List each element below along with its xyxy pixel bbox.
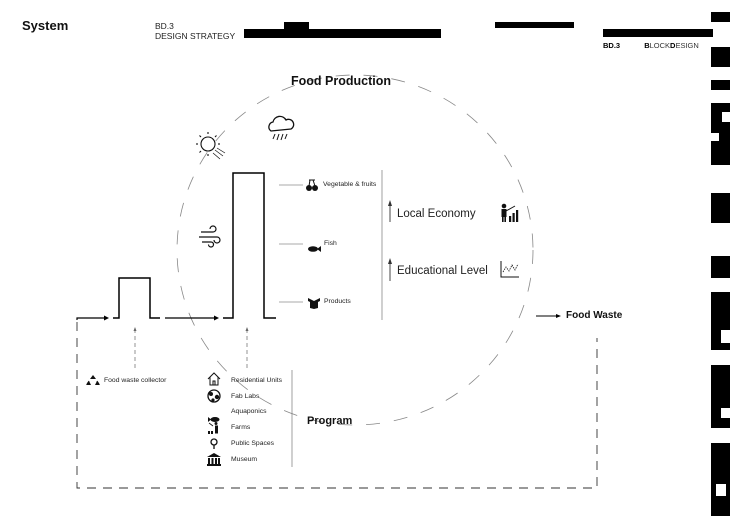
location-pin-icon bbox=[210, 437, 218, 449]
dashed-arrow-head bbox=[133, 327, 137, 331]
header-bar-tab bbox=[284, 22, 309, 30]
impact-label: Local Economy bbox=[397, 208, 476, 220]
output-label: Products bbox=[324, 298, 351, 305]
program-item-label: Museum bbox=[231, 456, 258, 463]
recycle-icon bbox=[86, 374, 100, 386]
output-label: Fish bbox=[324, 240, 337, 247]
program-item-label: Farms bbox=[231, 424, 251, 431]
section-title: System bbox=[22, 18, 69, 33]
program-item-label: Fab Labs bbox=[231, 393, 260, 400]
program-item-label: Public Spaces bbox=[231, 440, 275, 447]
farmer-icon bbox=[207, 421, 221, 435]
line-chart-icon bbox=[500, 260, 520, 278]
tall-building-outline bbox=[223, 172, 276, 319]
waste-loop bbox=[76, 322, 598, 489]
small-building-outline bbox=[113, 277, 160, 319]
sun-icon bbox=[196, 132, 226, 160]
header-subtitle: DESIGN STRATEGY bbox=[155, 31, 236, 41]
brand-text-lock: LOCK bbox=[649, 41, 671, 50]
arrow-head bbox=[214, 315, 219, 321]
food-production-ellipse bbox=[176, 74, 534, 426]
diagram-title: Food Production bbox=[291, 74, 391, 88]
rain-cloud-icon bbox=[268, 115, 295, 141]
brand-block: BD.3 BLOCKDESIGN bbox=[603, 41, 699, 50]
brand-letter-b: B bbox=[644, 41, 650, 50]
program-title: Program bbox=[307, 415, 353, 427]
presenter-chart-icon bbox=[500, 203, 520, 223]
food-waste-label: Food Waste bbox=[566, 310, 623, 321]
brand-code: BD.3 bbox=[603, 41, 621, 50]
program-item-label: Aquaponics bbox=[231, 408, 267, 415]
waste-arrow-head bbox=[556, 314, 561, 318]
cherries-icon bbox=[305, 178, 319, 192]
header-code: BD.3 bbox=[155, 21, 174, 31]
header-bar bbox=[495, 22, 574, 28]
dashed-arrow-head bbox=[245, 327, 249, 331]
impact-label: Educational Level bbox=[397, 265, 488, 277]
up-arrow-head bbox=[388, 258, 392, 264]
up-arrow-head bbox=[388, 200, 392, 206]
brand-letter-d: D bbox=[670, 41, 676, 50]
header-bar bbox=[244, 29, 441, 38]
aquaponics-fish-icon bbox=[208, 410, 220, 422]
brand-text-esign: ESIGN bbox=[675, 41, 699, 50]
header-code-block: BD.3 DESIGN STRATEGY bbox=[155, 21, 235, 41]
arrow-head bbox=[104, 315, 109, 321]
flow-line bbox=[76, 317, 104, 320]
collector-label: Food waste collector bbox=[104, 377, 167, 384]
fish-icon bbox=[307, 240, 321, 252]
output-label: Vegetable & fruits bbox=[323, 181, 377, 188]
wind-icon bbox=[199, 225, 221, 248]
house-icon bbox=[207, 372, 221, 386]
program-item-label: Residential Units bbox=[231, 377, 282, 384]
museum-icon bbox=[207, 453, 221, 466]
header-bar bbox=[603, 29, 713, 37]
globe-icon bbox=[207, 389, 221, 403]
box-icon bbox=[308, 296, 320, 309]
